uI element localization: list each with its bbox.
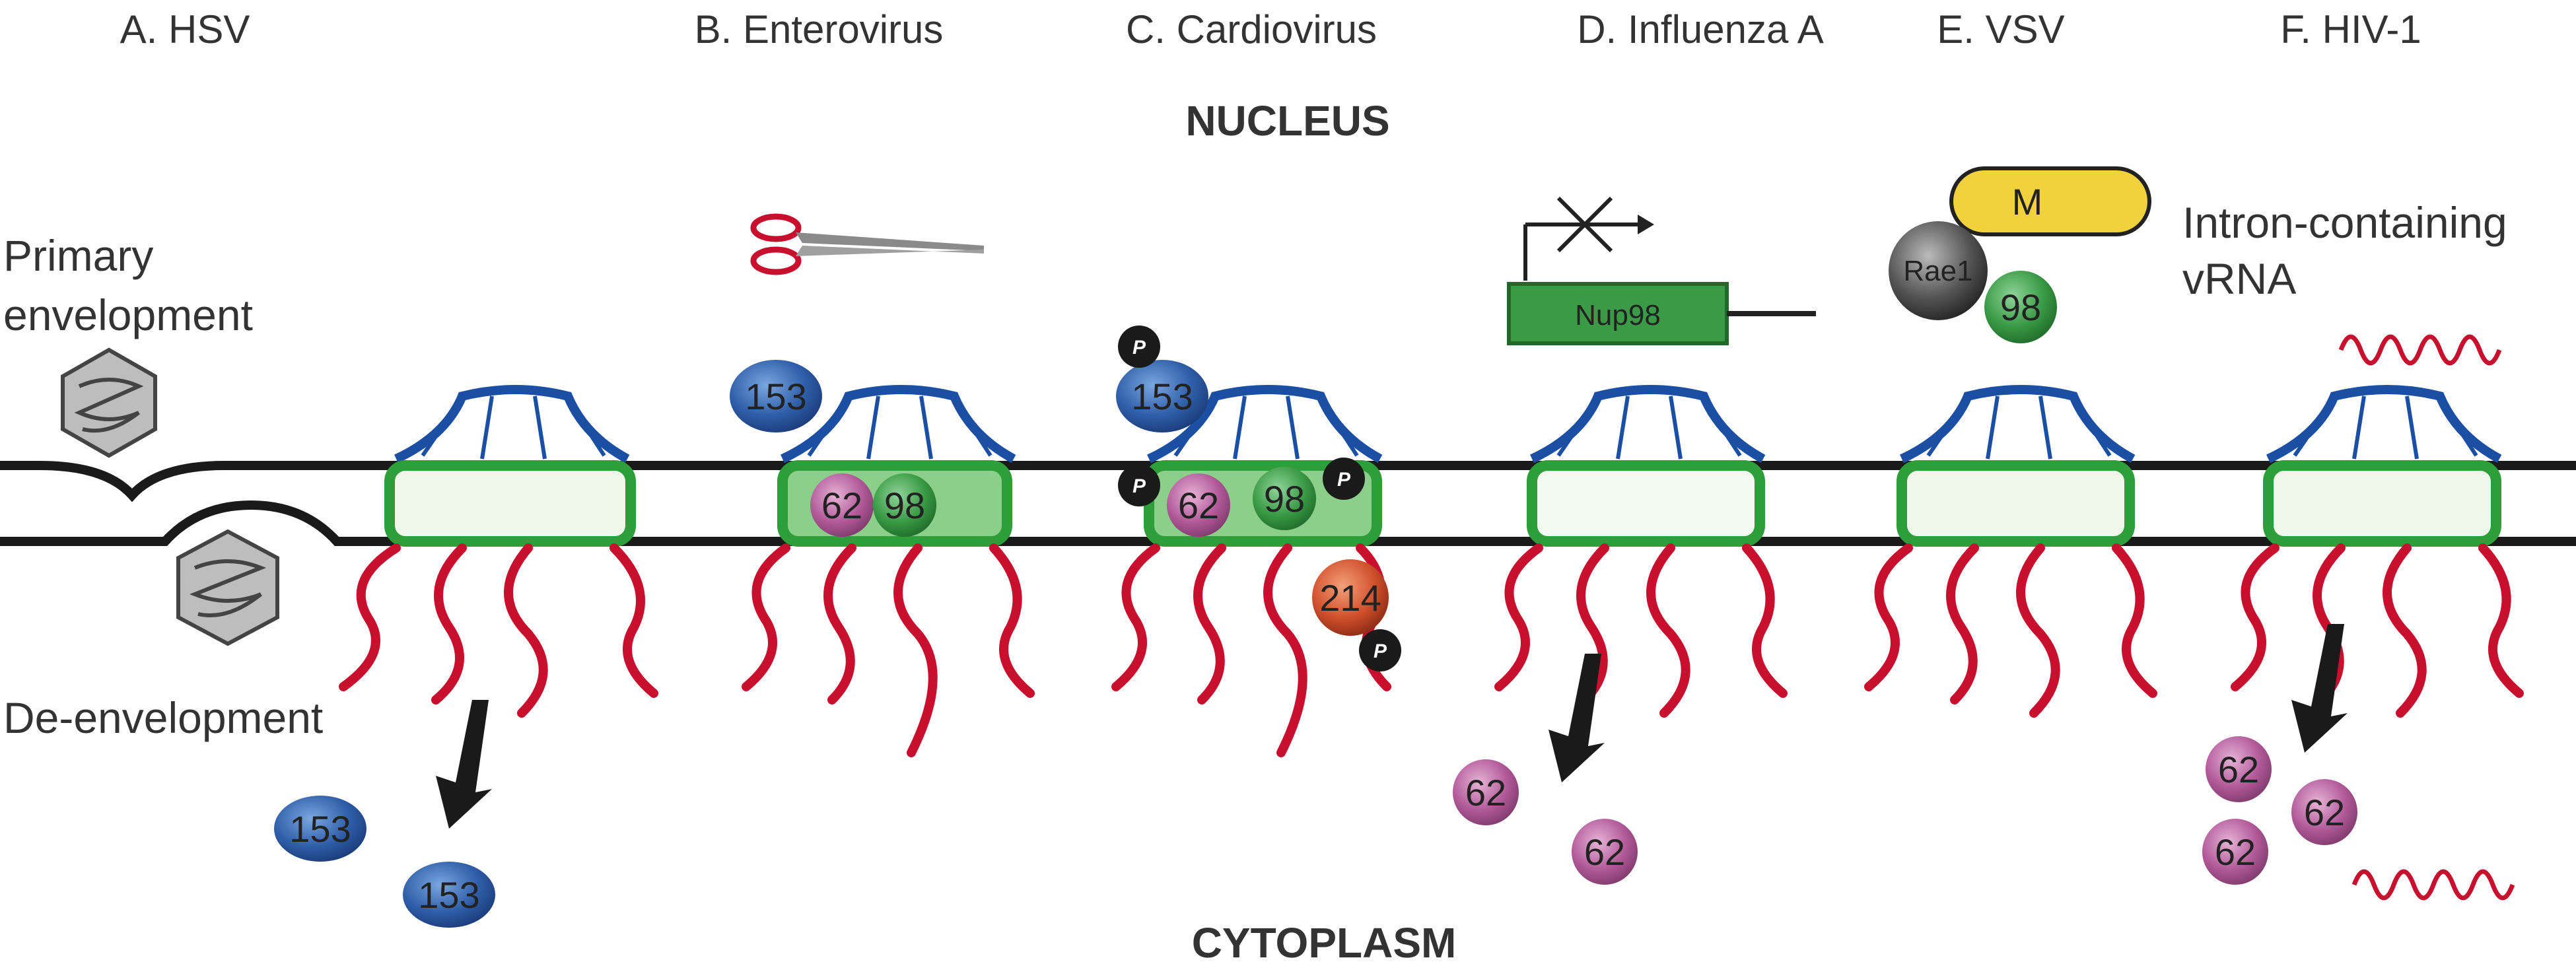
phospho-c-3: P [1323, 458, 1365, 500]
svg-text:P: P [1132, 337, 1146, 359]
intron-label-2: vRNA [2182, 254, 2296, 303]
capsid-primary-envelopment [61, 347, 157, 458]
phospho-c-1: P [1118, 326, 1160, 368]
svg-text:Rae1: Rae1 [1903, 255, 1972, 287]
primary-envelopment-label-2: envelopment [3, 291, 253, 339]
m-protein: M [1949, 166, 2151, 236]
nup62-c: 62 [1167, 473, 1230, 537]
svg-text:62: 62 [1465, 772, 1506, 813]
nucleus-label: NUCLEUS [1185, 97, 1389, 145]
nup62-released-f-1: 62 [2206, 736, 2272, 802]
panel-label-b: B. Enterovirus [695, 7, 944, 52]
panel-label-a: A. HSV [120, 7, 250, 52]
rae1-protein: Rae1 [1889, 221, 1988, 320]
nup153-released-2: 153 [403, 862, 495, 928]
primary-envelopment-label-1: Primary [3, 231, 153, 280]
outer-nuclear-membrane [0, 461, 2576, 502]
panel-label-f: F. HIV-1 [2280, 7, 2421, 52]
svg-text:P: P [1132, 475, 1146, 497]
svg-text:P: P [1337, 469, 1351, 491]
inner-nuclear-membrane [0, 500, 2576, 546]
svg-text:98: 98 [2000, 287, 2041, 328]
nuclear-pore-f [2263, 385, 2502, 547]
nuclear-pore-e [1897, 385, 2136, 547]
nup98-c: 98 [1253, 467, 1316, 530]
export-arrow-d [1549, 654, 1605, 782]
nup153-b: 153 [730, 360, 822, 432]
svg-text:P: P [1374, 640, 1387, 662]
panel-label-c: C. Cardiovirus [1126, 7, 1377, 52]
nuclear-pore-d [1527, 385, 1766, 547]
svg-text:153: 153 [745, 376, 806, 417]
svg-text:62: 62 [1584, 831, 1625, 873]
cytoplasmic-filaments-f [2231, 543, 2524, 718]
svg-text:62: 62 [2215, 831, 2256, 873]
nup62-released-f-2: 62 [2291, 779, 2357, 845]
svg-text:62: 62 [821, 485, 862, 526]
svg-text:M: M [2012, 181, 2043, 223]
nup62-b: 62 [810, 473, 874, 537]
svg-text:153: 153 [289, 808, 351, 850]
nup98-b: 98 [873, 473, 936, 537]
cytoplasm-label: CYTOPLASM [1192, 919, 1457, 962]
nup98-gene-promoter: Nup98 [1507, 196, 1816, 345]
nup214-c: 214 [1312, 559, 1389, 636]
nup62-released-d-2: 62 [1572, 819, 1638, 885]
vrna-cytoplasmic [2351, 869, 2515, 901]
nup98-gene-label: Nup98 [1575, 299, 1661, 331]
nuclear-pore-a [384, 385, 636, 547]
nup62-released-d-1: 62 [1453, 759, 1519, 825]
cytoplasmic-filaments-e [1864, 543, 2157, 718]
cytoplasmic-filaments-b [742, 543, 1035, 757]
svg-text:153: 153 [418, 874, 479, 916]
nup153-released-1: 153 [274, 796, 366, 862]
intron-label-1: Intron-containing [2182, 198, 2507, 247]
cytoplasmic-filaments-d [1494, 543, 1788, 718]
svg-text:98: 98 [884, 485, 925, 526]
svg-text:62: 62 [1178, 485, 1219, 526]
capsid-de-envelopment [176, 529, 279, 646]
nup98-e: 98 [1984, 271, 2057, 343]
cytoplasmic-filaments-a [339, 543, 658, 718]
svg-text:214: 214 [1319, 577, 1381, 619]
vrna-nuclear [2338, 334, 2502, 366]
export-arrow-a [436, 700, 492, 829]
export-arrow-f [2291, 624, 2348, 753]
phospho-c-4: P [1359, 629, 1401, 671]
svg-text:62: 62 [2304, 792, 2345, 833]
panel-label-d: D. Influenza A [1577, 7, 1824, 52]
svg-text:62: 62 [2218, 749, 2259, 790]
de-envelopment-label: De-envelopment [3, 693, 323, 742]
nup153-c: 153 [1116, 360, 1208, 432]
svg-text:153: 153 [1131, 376, 1193, 417]
nup62-released-f-3: 62 [2202, 819, 2268, 885]
scissors-icon [750, 213, 984, 275]
phospho-c-2: P [1118, 464, 1160, 506]
panel-label-e: E. VSV [1937, 7, 2064, 52]
svg-text:98: 98 [1264, 478, 1305, 520]
